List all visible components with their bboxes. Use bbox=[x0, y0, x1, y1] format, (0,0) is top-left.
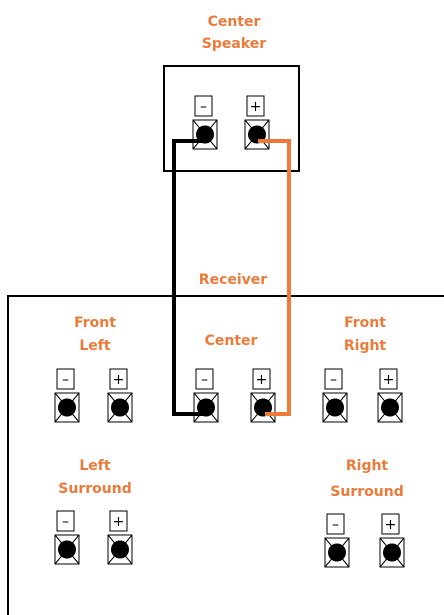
front-left-plus-sign: + bbox=[113, 372, 125, 388]
center-minus-terminal: – bbox=[193, 368, 219, 423]
center-speaker-title-line1: Center bbox=[208, 14, 261, 30]
left-surround-minus-terminal: – bbox=[54, 510, 80, 565]
front-left-label-line2: Left bbox=[79, 338, 111, 354]
center-minus-sign-box bbox=[195, 368, 214, 390]
front-right-minus-post-knob bbox=[326, 398, 344, 417]
left-surround-label-line1: Left bbox=[79, 458, 111, 474]
front-left-minus-sign: – bbox=[62, 372, 69, 388]
center-speaker-plus-terminal: + bbox=[244, 95, 270, 150]
right-surround-minus-terminal: – bbox=[324, 513, 350, 568]
center-channel-label: Center bbox=[205, 333, 258, 349]
receiver-title: Receiver bbox=[199, 272, 267, 288]
front-right-plus-terminal: + bbox=[377, 368, 403, 423]
front-right-plus-post-knob bbox=[381, 398, 399, 417]
front-left-plus-sign-box bbox=[109, 368, 128, 390]
front-left-label-line1: Front bbox=[74, 315, 116, 331]
front-left-plus-terminal: + bbox=[107, 368, 133, 423]
right-surround-label-line1: Right bbox=[346, 458, 389, 474]
front-left-minus-post-knob bbox=[58, 398, 76, 417]
front-left-minus-sign-box bbox=[56, 368, 75, 390]
center-minus-sign: – bbox=[201, 372, 208, 388]
right-surround-plus-sign-box bbox=[381, 513, 400, 535]
right-surround-plus-post-knob bbox=[383, 543, 401, 562]
right-surround-plus-terminal: + bbox=[379, 513, 405, 568]
left-surround-minus-sign-box bbox=[56, 510, 75, 532]
center-speaker-box bbox=[163, 65, 300, 172]
center-plus-sign-box bbox=[252, 368, 271, 390]
center-speaker-plus-sign: + bbox=[250, 99, 262, 115]
positive-wire bbox=[258, 139, 291, 416]
center-speaker-minus-terminal: – bbox=[192, 95, 218, 150]
left-surround-label-line2: Surround bbox=[58, 481, 131, 497]
center-speaker-plus-sign-box bbox=[246, 95, 265, 117]
front-left-minus-terminal: – bbox=[54, 368, 80, 423]
left-surround-minus-sign: – bbox=[62, 514, 69, 530]
center-plus-sign: + bbox=[256, 372, 268, 388]
left-surround-plus-sign: + bbox=[113, 514, 125, 530]
front-right-label-line2: Right bbox=[344, 338, 387, 354]
right-surround-minus-sign: – bbox=[332, 517, 339, 533]
center-speaker-title-line2: Speaker bbox=[202, 36, 266, 52]
right-surround-minus-post-knob bbox=[328, 543, 346, 562]
left-surround-plus-post-knob bbox=[111, 540, 129, 559]
left-surround-plus-sign-box bbox=[109, 510, 128, 532]
front-right-label-line1: Front bbox=[344, 315, 386, 331]
negative-wire bbox=[172, 139, 208, 416]
front-left-plus-post-knob bbox=[111, 398, 129, 417]
right-surround-label-line2: Surround bbox=[330, 484, 403, 500]
front-right-plus-sign: + bbox=[383, 372, 395, 388]
front-right-minus-sign: – bbox=[330, 372, 337, 388]
right-surround-minus-sign-box bbox=[326, 513, 345, 535]
center-speaker-minus-sign-box bbox=[194, 95, 213, 117]
front-right-plus-sign-box bbox=[379, 368, 398, 390]
front-right-minus-terminal: – bbox=[322, 368, 348, 423]
receiver-outline bbox=[7, 295, 444, 615]
center-speaker-minus-sign: – bbox=[200, 99, 207, 115]
front-right-minus-sign-box bbox=[324, 368, 343, 390]
left-surround-minus-post-knob bbox=[58, 540, 76, 559]
right-surround-plus-sign: + bbox=[385, 517, 397, 533]
left-surround-plus-terminal: + bbox=[107, 510, 133, 565]
